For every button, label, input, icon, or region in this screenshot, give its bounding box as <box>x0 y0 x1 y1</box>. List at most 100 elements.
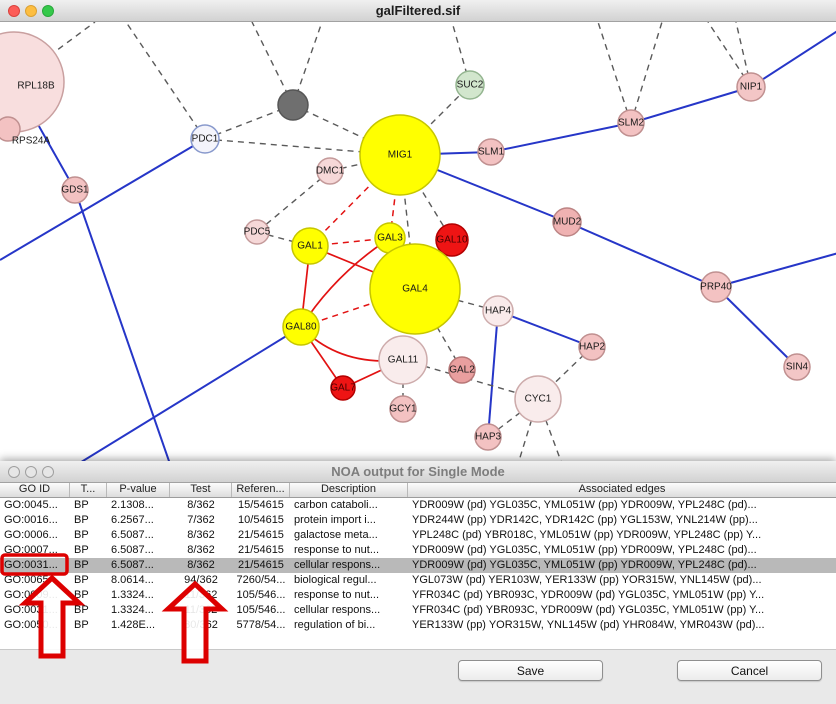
cell-test: 7/362 <box>187 514 215 526</box>
cell-associated_edges: YDR009W (pd) YGL035C, YML051W (pp) YDR00… <box>412 544 757 556</box>
column-header-reference[interactable]: Referen... <box>232 483 290 497</box>
window-title: NOA output for Single Mode <box>331 464 505 479</box>
noa-window-titlebar[interactable]: NOA output for Single Mode <box>0 461 836 483</box>
node-label: GAL2 <box>449 365 475 376</box>
network-node-HAP3[interactable] <box>474 423 502 451</box>
column-header-associated_edges[interactable]: Associated edges <box>578 483 666 495</box>
cell-test: 8/362 <box>187 529 215 541</box>
network-node-SUC2[interactable] <box>455 70 485 100</box>
network-node-GAL1[interactable] <box>291 227 329 265</box>
network-node-NIP1[interactable] <box>736 72 766 102</box>
network-node-GAL10[interactable] <box>435 223 469 257</box>
footer-bar: Save Cancel <box>0 649 836 704</box>
node-label: GAL80 <box>285 322 317 333</box>
network-edge <box>497 310 593 348</box>
cell-p_value: 1.3324... <box>111 589 154 601</box>
network-edge <box>80 326 302 461</box>
node-label: MUD2 <box>553 217 582 228</box>
network-node-GAL11[interactable] <box>378 335 428 385</box>
cell-description: carbon cataboli... <box>294 499 378 511</box>
network-node-HAP2[interactable] <box>578 333 606 361</box>
network-node-unlabeled[interactable] <box>277 89 309 121</box>
zoom-button[interactable] <box>42 465 54 478</box>
cell-test: 11/362 <box>184 604 218 616</box>
cell-type: BP <box>74 514 89 526</box>
cancel-button[interactable]: Cancel <box>677 660 822 681</box>
network-node-GAL80[interactable] <box>282 308 320 346</box>
node-label: CYC1 <box>525 394 552 405</box>
cell-associated_edges: YFR034C (pd) YBR093C, YDR009W (pd) YGL03… <box>412 589 765 601</box>
network-node-MUD2[interactable] <box>552 207 582 237</box>
close-button[interactable] <box>8 465 20 478</box>
network-window-titlebar[interactable]: galFiltered.sif <box>0 0 836 22</box>
cell-type: BP <box>74 499 89 511</box>
save-button[interactable]: Save <box>458 660 603 681</box>
network-node-SLM1[interactable] <box>477 138 505 166</box>
network-node-GAL2[interactable] <box>448 356 476 384</box>
cell-reference: 21/54615 <box>238 559 284 571</box>
network-node-GAL4[interactable] <box>369 243 461 335</box>
cell-p_value: 1.3324... <box>111 604 154 616</box>
network-node-RPS24A[interactable] <box>0 116 21 142</box>
network-node-PDC1[interactable] <box>190 124 220 154</box>
network-node-PDC5[interactable] <box>244 219 270 245</box>
node-label: HAP4 <box>485 306 512 317</box>
node-label: MIG1 <box>388 150 413 161</box>
node-label: SLM1 <box>478 147 505 158</box>
network-node-GAL7[interactable] <box>330 375 356 401</box>
column-header-go_id[interactable]: GO ID <box>0 483 70 497</box>
cell-test: 80/362 <box>184 619 218 631</box>
cell-reference: 105/546... <box>236 589 286 601</box>
cell-test: 11/362 <box>184 589 218 601</box>
cell-reference: 7260/54... <box>236 574 286 586</box>
zoom-button[interactable] <box>42 4 54 17</box>
network-nodes: RPL18BRPS24AGDS1PDC1DMC1MIG1SUC2SLM1SLM2… <box>0 31 811 451</box>
network-edges <box>0 22 836 461</box>
cell-go_id: GO:0031... <box>4 559 58 571</box>
window-controls <box>0 4 54 17</box>
cell-associated_edges: YER133W (pp) YOR315W, YNL145W (pd) YHR08… <box>412 619 765 631</box>
column-header-description[interactable]: Description <box>290 483 408 497</box>
node-label: GAL10 <box>436 235 468 246</box>
network-node-PRP40[interactable] <box>700 271 732 303</box>
network-node-GDS1[interactable] <box>61 176 89 204</box>
cell-type: BP <box>74 589 89 601</box>
cell-p_value: 2.1308... <box>111 499 154 511</box>
column-header-p_value[interactable]: P-value <box>107 483 170 497</box>
minimize-button[interactable] <box>25 4 37 17</box>
network-node-SIN4[interactable] <box>783 353 811 381</box>
minimize-button[interactable] <box>25 465 37 478</box>
node-label: RPL18B <box>17 81 55 92</box>
network-node-HAP4[interactable] <box>482 295 514 327</box>
network-edge <box>566 221 717 288</box>
column-header-type[interactable]: T... <box>70 483 107 497</box>
cell-test: 8/362 <box>187 559 215 571</box>
network-node-DMC1[interactable] <box>316 157 344 185</box>
cell-reference: 21/54615 <box>238 544 284 556</box>
network-node-SLM2[interactable] <box>617 109 645 137</box>
network-node-GCY1[interactable] <box>389 395 417 423</box>
network-edge <box>74 189 171 461</box>
network-node-MIG1[interactable] <box>359 114 441 196</box>
cell-associated_edges: YDR009W (pd) YGL035C, YML051W (pp) YDR00… <box>412 499 757 511</box>
cell-go_id: GO:0045... <box>4 499 58 511</box>
node-label: HAP3 <box>475 432 502 443</box>
network-node-CYC1[interactable] <box>514 375 562 423</box>
column-header-test[interactable]: Test <box>170 483 232 497</box>
cell-reference: 5778/54... <box>236 619 286 631</box>
cell-type: BP <box>74 544 89 556</box>
close-button[interactable] <box>8 4 20 17</box>
